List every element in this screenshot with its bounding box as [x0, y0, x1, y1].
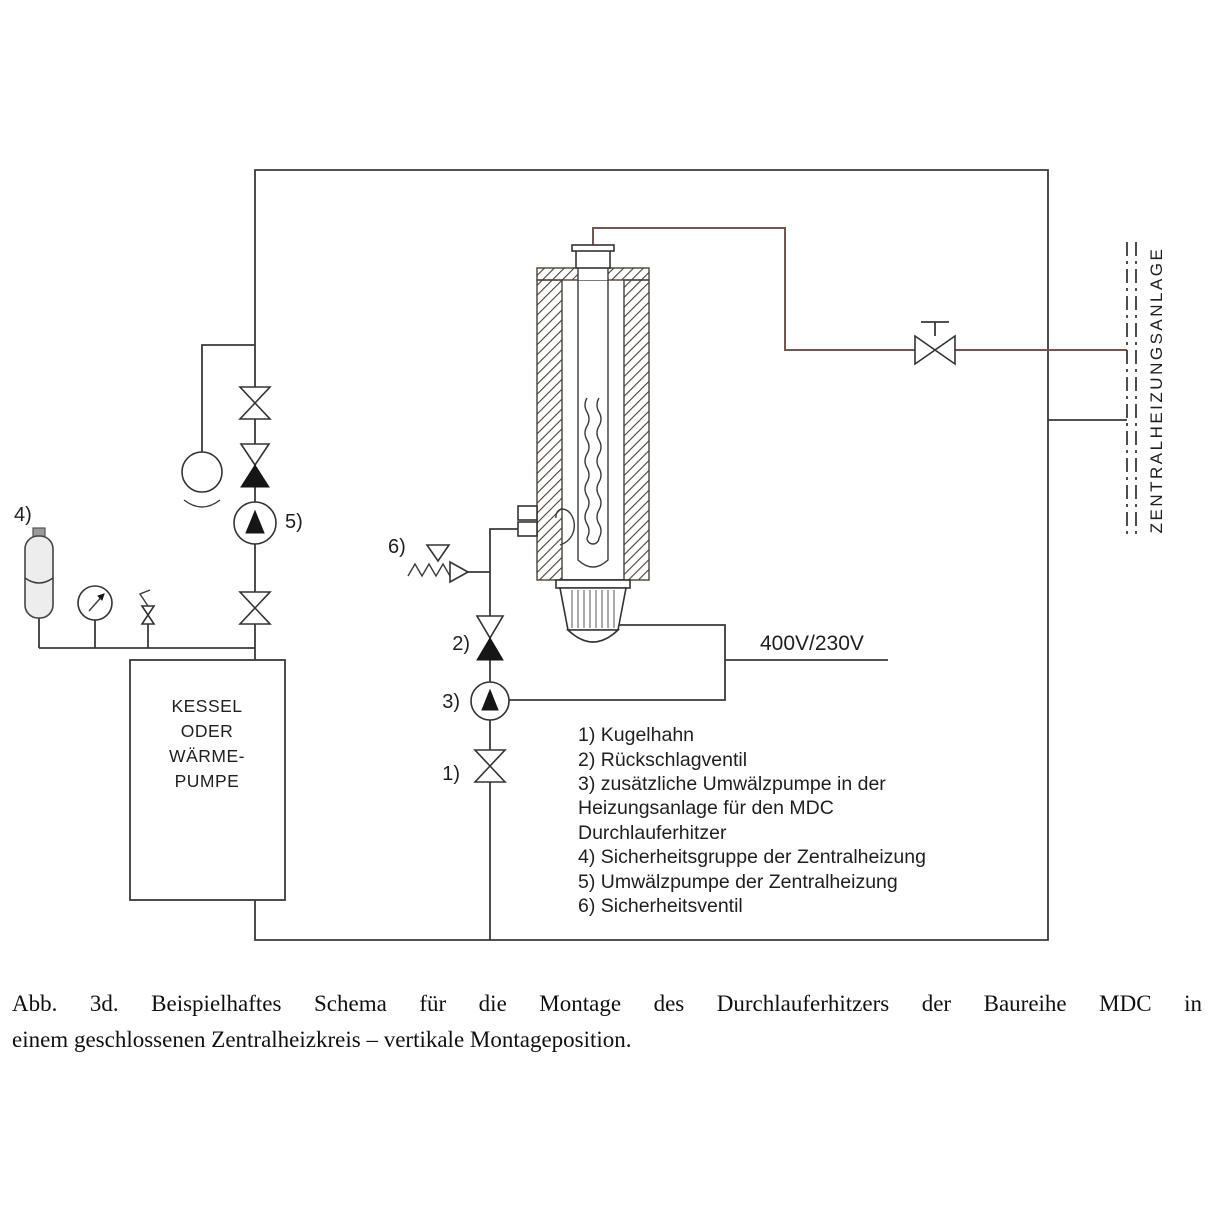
ball-valve-bottom — [238, 591, 272, 610]
check-valve-2 — [475, 615, 505, 661]
safety-valve — [407, 544, 470, 584]
boiler-circuit-stack — [181, 386, 277, 625]
boiler-label-line1: KESSEL — [171, 696, 242, 716]
heater-cap-dome — [566, 629, 620, 643]
legend-line-3: 3) zusätzliche Umwälzpumpe in der — [578, 773, 886, 795]
legend-line-5: Durchlauferhitzer — [578, 822, 727, 844]
main-loop-pipes — [201, 169, 1049, 941]
boiler-label-line2: ODER — [181, 721, 234, 741]
heating-element — [584, 397, 602, 545]
central-heating-system-line: ZENTRALHEIZUNGSANLAGE — [1048, 242, 1166, 537]
caption-line-2: einem geschlossenen Zentralheizkreis – v… — [12, 1026, 632, 1052]
ball-valve-1 — [473, 749, 507, 783]
check-valve-left — [239, 443, 271, 467]
heater-outlet-pipe — [592, 227, 1127, 351]
legend-line-8: 6) Sicherheitsventil — [578, 895, 743, 917]
piping-diagram: ZENTRALHEIZUNGSANLAGE — [14, 169, 1166, 941]
pump-3 — [470, 681, 510, 721]
legend-line-7: 5) Umwälzpumpe der Zentralheizung — [578, 871, 898, 893]
label-1: 1) — [442, 763, 460, 785]
ball-valve-top — [238, 386, 272, 405]
system-label: ZENTRALHEIZUNGSANLAGE — [1147, 247, 1166, 534]
label-5: 5) — [285, 511, 303, 533]
system-shutoff-valve — [914, 321, 956, 366]
electrical-supply-lines — [509, 624, 888, 701]
figure-caption: Abb. 3d. Beispielhaftes Schema für die M… — [12, 986, 1202, 1057]
relief-vent — [138, 589, 156, 648]
pressure-gauge — [77, 585, 113, 621]
caption-line-1: Abb. 3d. Beispielhaftes Schema für die M… — [12, 991, 1202, 1016]
legend-line-1: 1) Kugelhahn — [578, 724, 694, 746]
boiler-box: KESSEL ODER WÄRME- PUMPE — [129, 659, 286, 901]
label-4: 4) — [14, 504, 32, 526]
label-2: 2) — [452, 633, 470, 655]
expansion-vessel — [24, 535, 54, 619]
boiler-label-line3: WÄRME- — [169, 746, 245, 766]
legend-line-4: Heizungsanlage für den MDC — [578, 797, 834, 819]
safety-group — [24, 527, 255, 649]
mdc-heater — [517, 244, 650, 643]
label-6: 6) — [388, 536, 406, 558]
label-3: 3) — [442, 691, 460, 713]
air-separator — [181, 451, 223, 493]
inlet-fitting — [517, 505, 538, 521]
voltage-label: 400V/230V — [760, 632, 864, 655]
boiler-label-line4: PUMPE — [175, 771, 240, 791]
legend-line-6: 4) Sicherheitsgruppe der Zentralheizung — [578, 846, 926, 868]
component-labels: 4) 5) 6) 2) 3) 1) 400V/230V — [14, 504, 864, 785]
legend-line-2: 2) Rückschlagventil — [578, 749, 747, 771]
legend: 1) Kugelhahn 2) Rückschlagventil 3) zusä… — [578, 724, 926, 917]
